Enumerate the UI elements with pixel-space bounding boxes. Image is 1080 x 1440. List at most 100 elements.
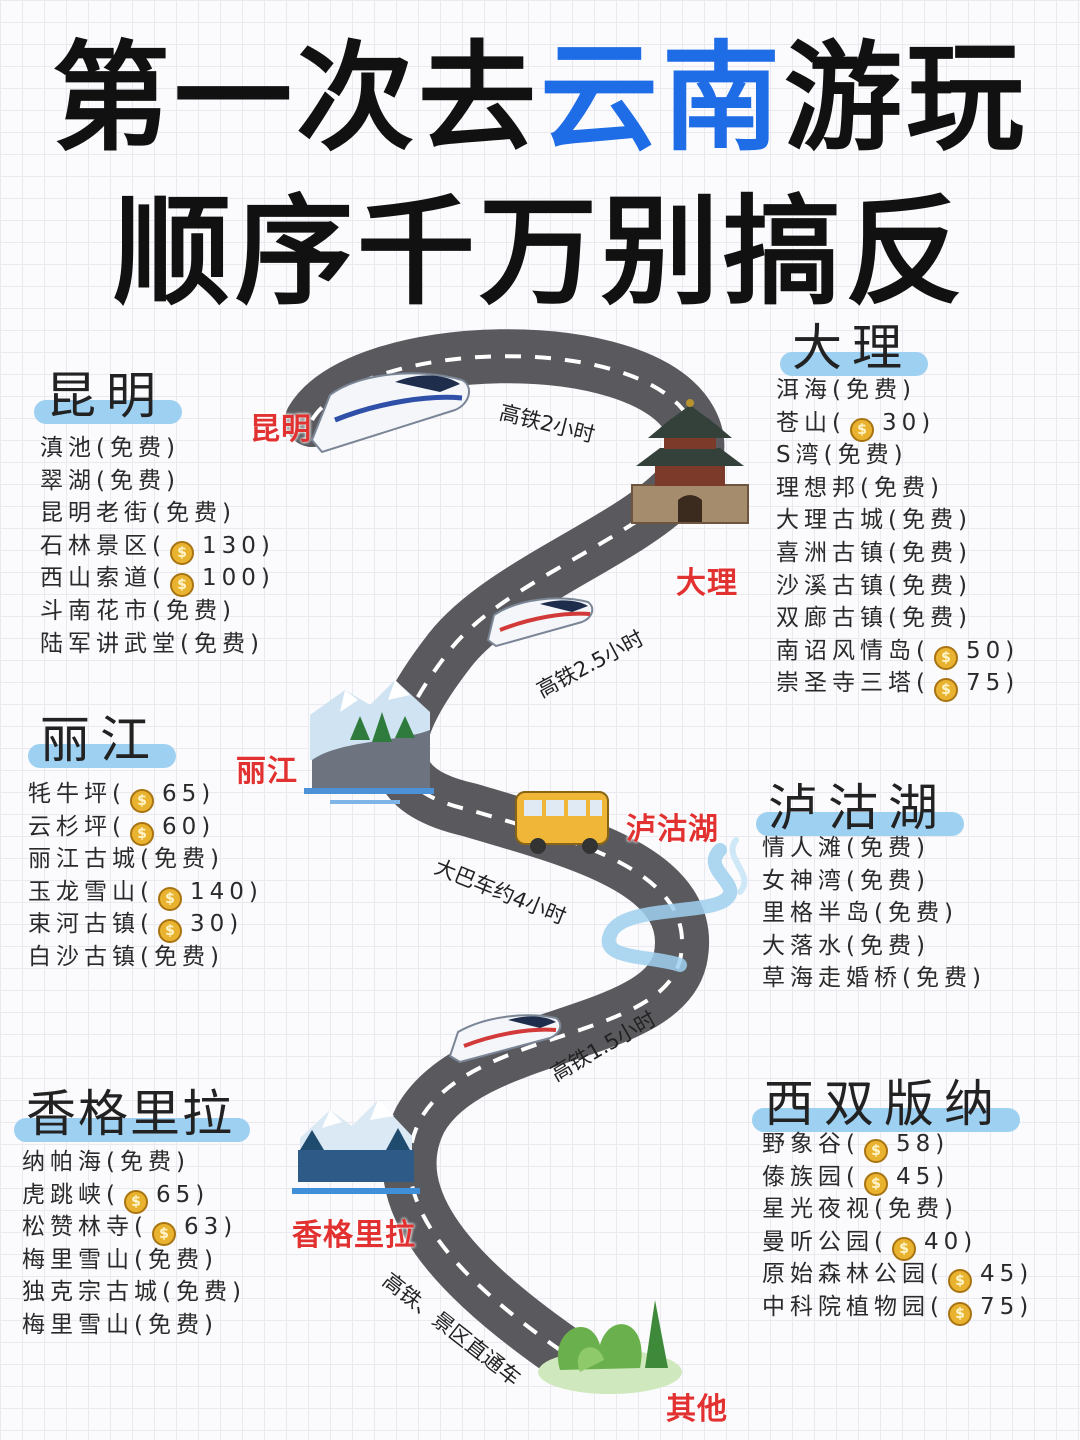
attraction-name: 原始森林公园 <box>762 1261 930 1288</box>
attraction-name: 玉龙雪山 <box>28 878 140 905</box>
attraction-name: 石林景区 <box>40 532 152 559</box>
attraction-list-lijiang: 牦牛坪($65)云杉坪($60)丽江古城(免费)玉龙雪山($140)束河古镇($… <box>28 778 263 974</box>
money-bag-icon: $ <box>863 1171 888 1196</box>
attraction-item: 梅里雪山(免费) <box>22 1311 218 1338</box>
attraction-name: 情人滩 <box>762 835 846 861</box>
attraction-item: 滇池(免费) <box>40 435 180 461</box>
attraction-item: 牦牛坪($65) <box>28 778 263 813</box>
attraction-name: 里格半岛 <box>762 900 874 927</box>
attraction-name: 傣族园 <box>762 1163 846 1190</box>
city-label-dali: 大理 <box>676 566 738 601</box>
attraction-name: 梅里雪山 <box>22 1311 134 1338</box>
attraction-item: 沙溪古镇(免费) <box>776 572 972 599</box>
attraction-name: 虎跳峡 <box>22 1181 106 1208</box>
attraction-name: 云杉坪 <box>28 813 112 840</box>
attraction-name: 白沙古镇 <box>28 943 140 970</box>
attraction-name: 西山索道 <box>40 565 152 592</box>
attraction-name: 梅里雪山 <box>22 1246 134 1273</box>
snow-mountain-icon <box>304 680 434 804</box>
attraction-name: 斗南花市 <box>40 597 152 624</box>
city-label-lijiang: 丽江 <box>236 754 298 789</box>
attraction-name: 双廊古镇 <box>776 605 888 632</box>
attraction-name: 崇圣寺三塔 <box>776 670 916 697</box>
attraction-free: 免费 <box>845 377 902 403</box>
lake-water-icon <box>601 837 748 972</box>
attraction-free: 免费 <box>165 597 222 624</box>
money-bag-icon: $ <box>157 919 182 944</box>
attraction-name: 翠湖 <box>40 467 96 494</box>
attraction-item: 松赞林寺($63) <box>22 1211 246 1247</box>
attraction-item: 大落水(免费) <box>762 932 930 959</box>
attraction-item: 大理古城(免费) <box>776 507 972 534</box>
attraction-free: 免费 <box>873 474 930 501</box>
attraction-price: 58 <box>895 1131 936 1157</box>
attraction-free: 免费 <box>109 435 166 461</box>
attraction-free: 免费 <box>901 507 958 534</box>
title-suffix: 游玩 <box>784 29 1029 167</box>
attraction-item: 里格半岛(免费) <box>762 900 958 927</box>
attraction-free: 免费 <box>147 1246 204 1273</box>
money-bag-icon: $ <box>933 678 958 703</box>
attraction-name: 独克宗古城 <box>22 1279 162 1306</box>
attraction-name: 纳帕海 <box>22 1149 106 1175</box>
attraction-free: 免费 <box>175 1279 232 1306</box>
attraction-name: 苍山 <box>776 409 832 436</box>
attraction-price: 50 <box>965 637 1006 664</box>
attraction-item: 情人滩(免费) <box>762 835 930 861</box>
attraction-item: 斗南花市(免费) <box>40 597 236 624</box>
attraction-price: 65 <box>155 1181 196 1208</box>
attraction-item: 束河古镇($30) <box>28 908 263 944</box>
attraction-item: 曼听公园($40) <box>762 1226 1033 1261</box>
attraction-item: 纳帕海(免费) <box>22 1149 190 1175</box>
attraction-price: 60 <box>161 813 202 840</box>
attraction-item: 理想邦(免费) <box>776 474 944 501</box>
bus-icon <box>515 791 609 854</box>
attraction-item: 草海走婚桥(免费) <box>762 965 986 992</box>
money-bag-icon: $ <box>933 645 958 670</box>
attraction-free: 免费 <box>901 539 958 566</box>
money-bag-icon: $ <box>169 573 194 598</box>
heading-kunming: 昆明 <box>34 356 182 428</box>
attraction-free: 免费 <box>153 846 210 873</box>
attraction-name: 星光夜视 <box>762 1196 874 1223</box>
money-bag-icon: $ <box>849 417 874 442</box>
attraction-name: 大理古城 <box>776 507 888 534</box>
attraction-price: 30 <box>881 409 922 436</box>
attraction-name: 丽江古城 <box>28 846 140 873</box>
attraction-item: S湾(免费) <box>776 442 908 469</box>
attraction-free: 免费 <box>153 943 210 970</box>
money-bag-icon: $ <box>947 1301 972 1326</box>
attraction-free: 免费 <box>859 867 916 894</box>
attraction-item: 女神湾(免费) <box>762 867 930 894</box>
mountain-lake-icon <box>292 1100 420 1194</box>
attraction-item: 虎跳峡($65) <box>22 1179 246 1214</box>
attraction-free: 免费 <box>109 467 166 494</box>
attraction-item: 陆军讲武堂(免费) <box>40 630 264 657</box>
attraction-item: 石林景区($130) <box>40 530 275 565</box>
attraction-item: 西山索道($100) <box>40 562 275 598</box>
city-label-other: 其他 <box>666 1392 728 1427</box>
attraction-price: 75 <box>979 1293 1020 1320</box>
attraction-free: 免费 <box>837 442 894 469</box>
page-title-line2: 顺序千万别搞反 <box>112 183 967 321</box>
attraction-price: 75 <box>965 670 1006 697</box>
money-bag-icon: $ <box>863 1139 888 1163</box>
attraction-free: 免费 <box>901 605 958 632</box>
title-prefix: 第一次去 <box>51 29 540 167</box>
heading-luguhu: 泸沽湖 <box>756 768 964 840</box>
attraction-price: 140 <box>189 878 249 905</box>
attraction-name: 女神湾 <box>762 867 846 894</box>
attraction-item: 玉龙雪山($140) <box>28 876 263 911</box>
city-label-luguhu: 泸沽湖 <box>626 812 719 847</box>
attraction-item: 原始森林公园($45) <box>762 1258 1033 1294</box>
money-bag-icon: $ <box>947 1269 972 1294</box>
attraction-item: 昆明老街(免费) <box>40 500 236 527</box>
attraction-free: 免费 <box>915 965 972 992</box>
attraction-name: 昆明老街 <box>40 500 152 527</box>
attraction-free: 免费 <box>165 500 222 527</box>
attraction-free: 免费 <box>147 1311 204 1338</box>
bullet-train-icon-3 <box>448 1014 562 1064</box>
attraction-list-luguhu: 情人滩(免费) 女神湾(免费) 里格半岛(免费) 大落水(免费) 草海走婚桥(免费) <box>762 832 986 995</box>
attraction-price: 100 <box>201 565 261 592</box>
